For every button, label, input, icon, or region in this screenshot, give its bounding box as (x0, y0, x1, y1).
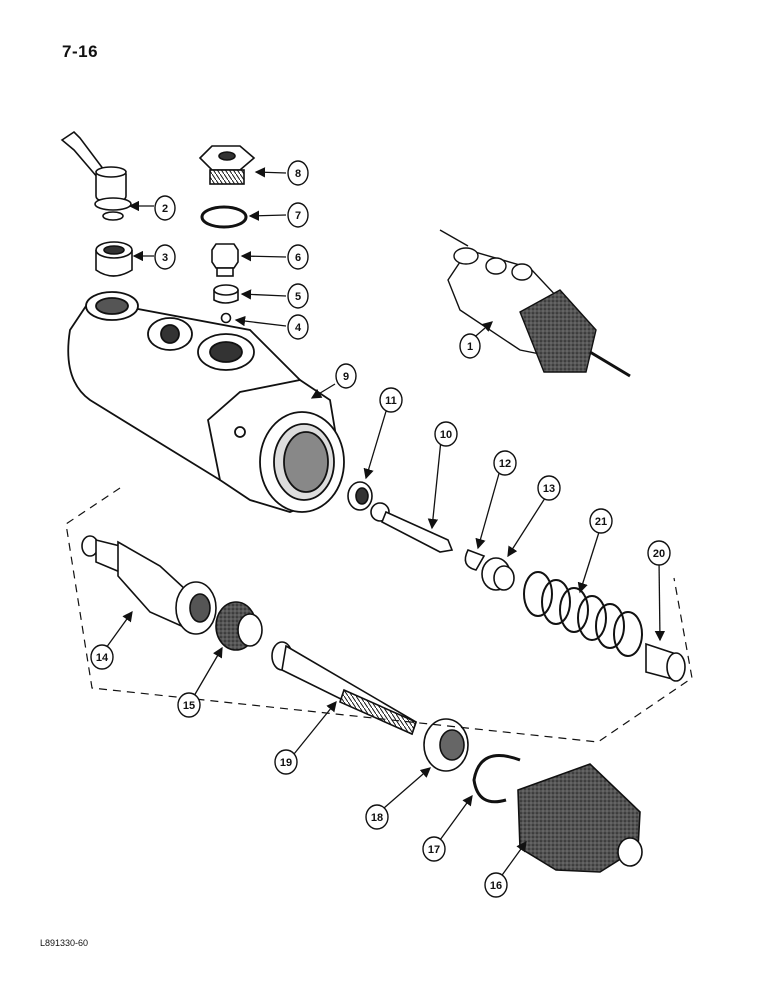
callout-21: 21 (589, 508, 613, 534)
svg-text:16: 16 (490, 880, 502, 892)
callout-6: 6 (287, 244, 309, 270)
callout-7: 7 (287, 202, 309, 228)
callout-13: 13 (537, 475, 561, 501)
svg-text:18: 18 (371, 812, 383, 824)
svg-text:7: 7 (295, 210, 301, 222)
part-15-cup-seal (215, 601, 263, 651)
part-19-bolt (271, 641, 417, 736)
part-10-push-rod (370, 502, 454, 553)
part-21-spring (523, 571, 643, 657)
part-1-assembly (439, 229, 631, 378)
part-14-piston (81, 535, 217, 635)
callout-5: 5 (287, 283, 309, 309)
part-6-fitting (211, 243, 239, 277)
callout-17: 17 (422, 836, 446, 862)
svg-text:19: 19 (280, 757, 292, 769)
svg-text:6: 6 (295, 252, 301, 264)
part-20-sleeve (645, 642, 686, 682)
svg-text:12: 12 (499, 458, 511, 470)
svg-text:9: 9 (343, 371, 349, 383)
svg-text:3: 3 (162, 252, 168, 264)
part-3-seal (95, 241, 133, 277)
part-8-hex-plug (198, 145, 256, 185)
callout-15: 15 (177, 692, 201, 718)
part-12-clip (464, 548, 486, 571)
part-11-seal (347, 481, 373, 511)
figure-reference-code: L891330-60 (40, 938, 89, 948)
callout-12: 12 (493, 450, 517, 476)
svg-text:20: 20 (653, 548, 665, 560)
callout-10: 10 (434, 421, 458, 447)
part-16-boot (517, 763, 643, 873)
svg-text:1: 1 (467, 341, 473, 353)
callout-18: 18 (365, 804, 389, 830)
part-18-washer (423, 718, 469, 772)
callout-20: 20 (647, 540, 671, 566)
svg-text:10: 10 (440, 429, 452, 441)
callout-2: 2 (154, 195, 176, 221)
part-17-snap-ring (472, 754, 521, 804)
part-2-inlet-cap (60, 130, 132, 221)
part-13-spring-seat (481, 557, 515, 591)
svg-text:13: 13 (543, 483, 555, 495)
svg-text:15: 15 (183, 700, 195, 712)
callout-leaders (105, 167, 666, 879)
callout-11: 11 (379, 387, 403, 413)
group-outline-dashed (65, 487, 693, 743)
svg-text:14: 14 (96, 652, 109, 664)
part-7-washer (200, 205, 248, 229)
page-number: 7-16 (62, 42, 99, 61)
callout-19: 19 (274, 749, 298, 775)
callout-8: 8 (287, 160, 309, 186)
part-5-small-seal (213, 284, 239, 304)
callout-14: 14 (90, 644, 114, 670)
svg-text:17: 17 (428, 844, 440, 856)
svg-text:11: 11 (385, 395, 397, 407)
callout-3: 3 (154, 244, 176, 270)
svg-text:5: 5 (295, 291, 301, 303)
callout-16: 16 (484, 872, 508, 898)
svg-text:21: 21 (595, 516, 607, 528)
callout-1: 1 (459, 333, 481, 359)
part-9-cylinder-body (67, 291, 345, 513)
callout-9: 9 (335, 363, 357, 389)
svg-text:4: 4 (295, 322, 302, 334)
part-4-ball (220, 312, 232, 324)
svg-text:8: 8 (295, 168, 301, 180)
svg-text:2: 2 (162, 203, 168, 215)
callout-4: 4 (287, 314, 309, 340)
callouts: 1 2 3 4 5 6 7 8 9 10 11 12 13 14 15 16 1… (90, 160, 671, 898)
